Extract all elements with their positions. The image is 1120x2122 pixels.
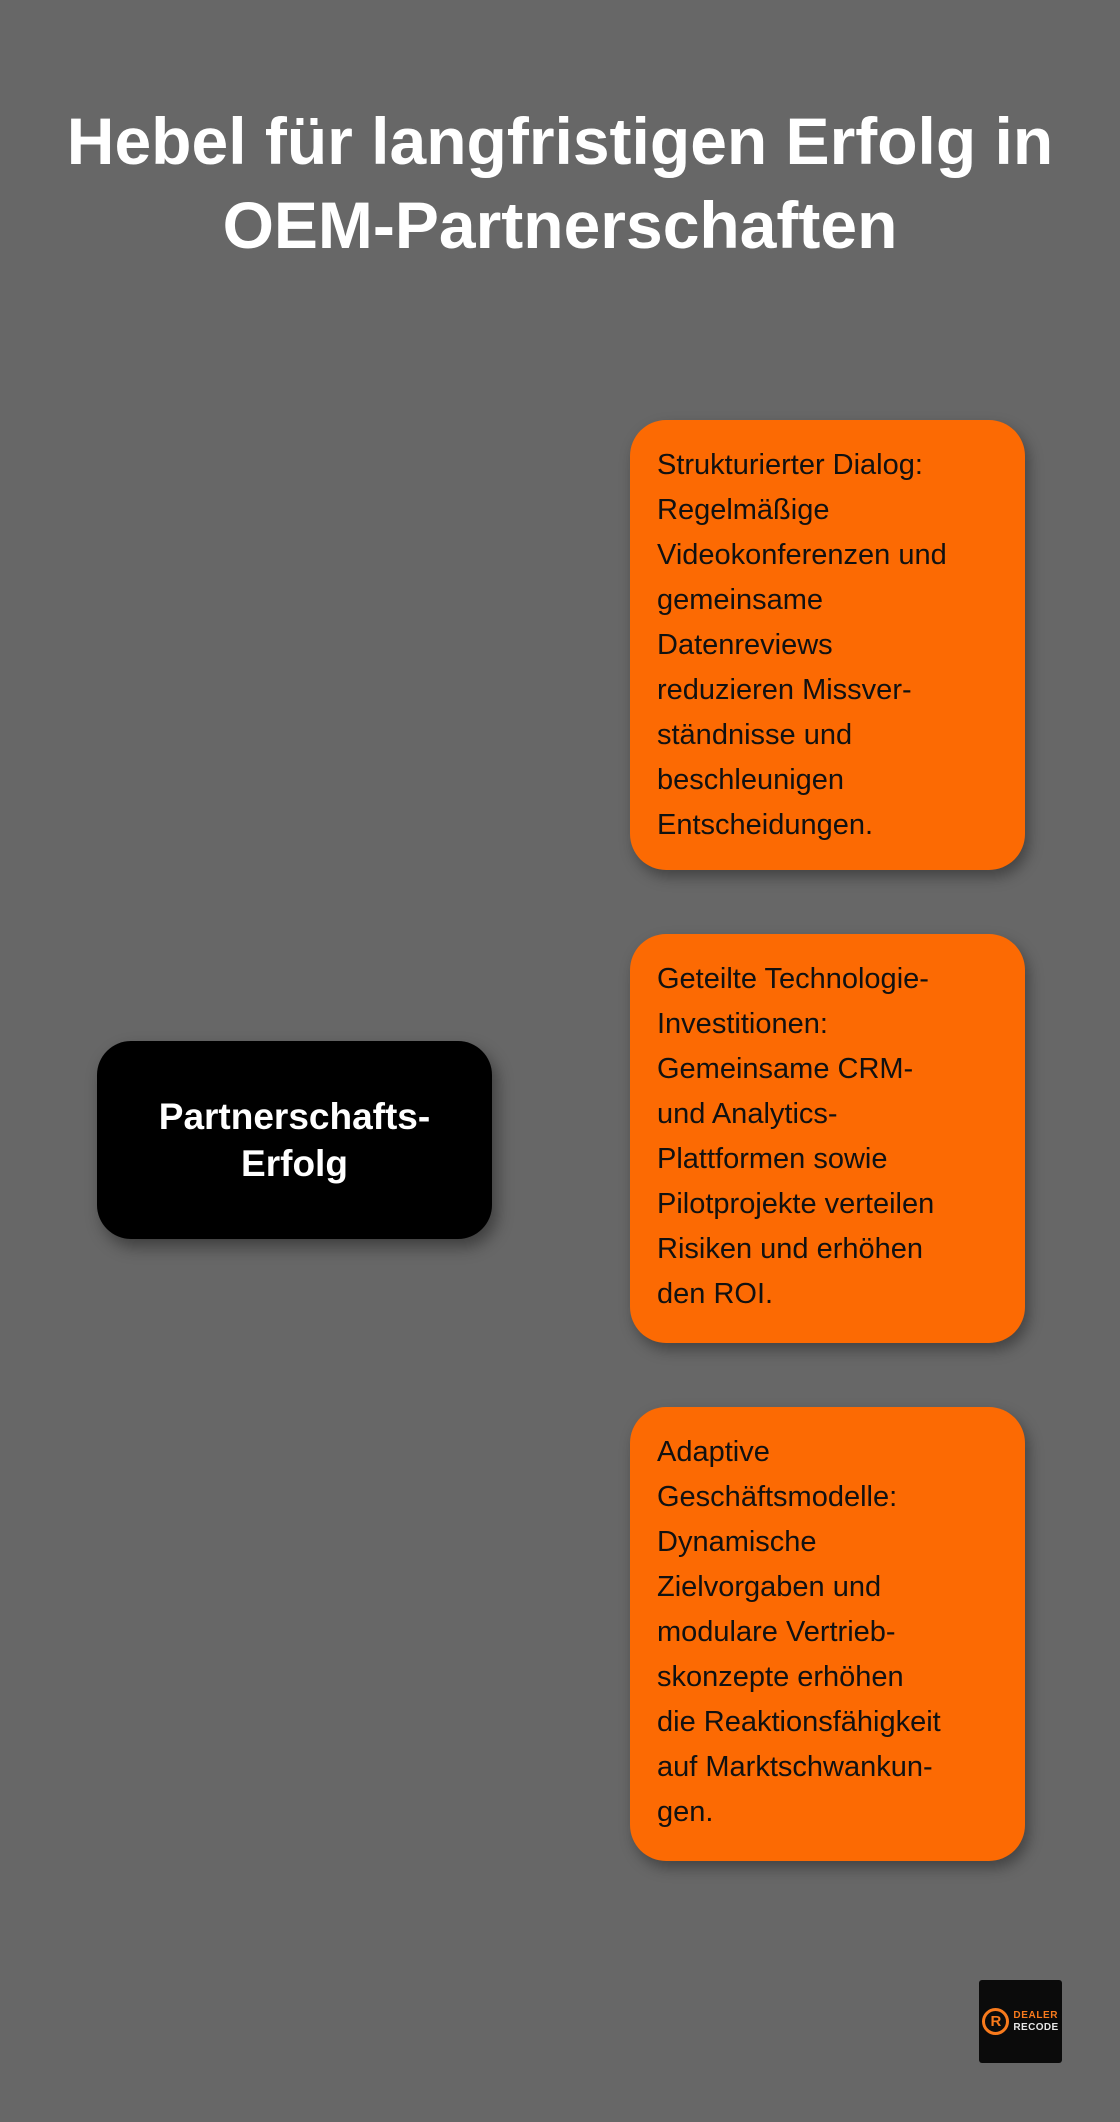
logo-wordmark-dealer: DEALER — [1013, 2009, 1059, 2021]
card-adaptive-geschaeftsmodelle-text: Adaptive Geschäftsmodelle: Dynamische Zi… — [657, 1436, 941, 1828]
center-node-partnerschafts-erfolg: Partnerschafts- Erfolg — [97, 1041, 492, 1239]
card-adaptive-geschaeftsmodelle: Adaptive Geschäftsmodelle: Dynamische Zi… — [630, 1407, 1025, 1861]
logo-r-monogram-icon: R — [982, 2008, 1010, 2035]
logo-wordmark: DEALER RECODE — [1013, 2010, 1058, 2034]
page-title: Hebel für langfristigen Erfolg in OEM-Pa… — [66, 104, 1054, 262]
center-node-label: Partnerschafts- Erfolg — [158, 1096, 431, 1184]
dealer-recode-logo: R DEALER RECODE — [979, 1980, 1062, 2063]
card-strukturierter-dialog-text: Strukturierter Dialog: Regelmäßige Video… — [657, 449, 947, 841]
card-geteilte-technologie-investitionen-text: Geteilte Technologie- Investitionen: Gem… — [657, 963, 935, 1310]
logo-monogram-letter: R — [990, 2013, 1002, 2030]
logo-wordmark-recode: RECODE — [1013, 2021, 1059, 2033]
card-geteilte-technologie-investitionen: Geteilte Technologie- Investitionen: Gem… — [630, 934, 1025, 1343]
card-strukturierter-dialog: Strukturierter Dialog: Regelmäßige Video… — [630, 420, 1025, 870]
